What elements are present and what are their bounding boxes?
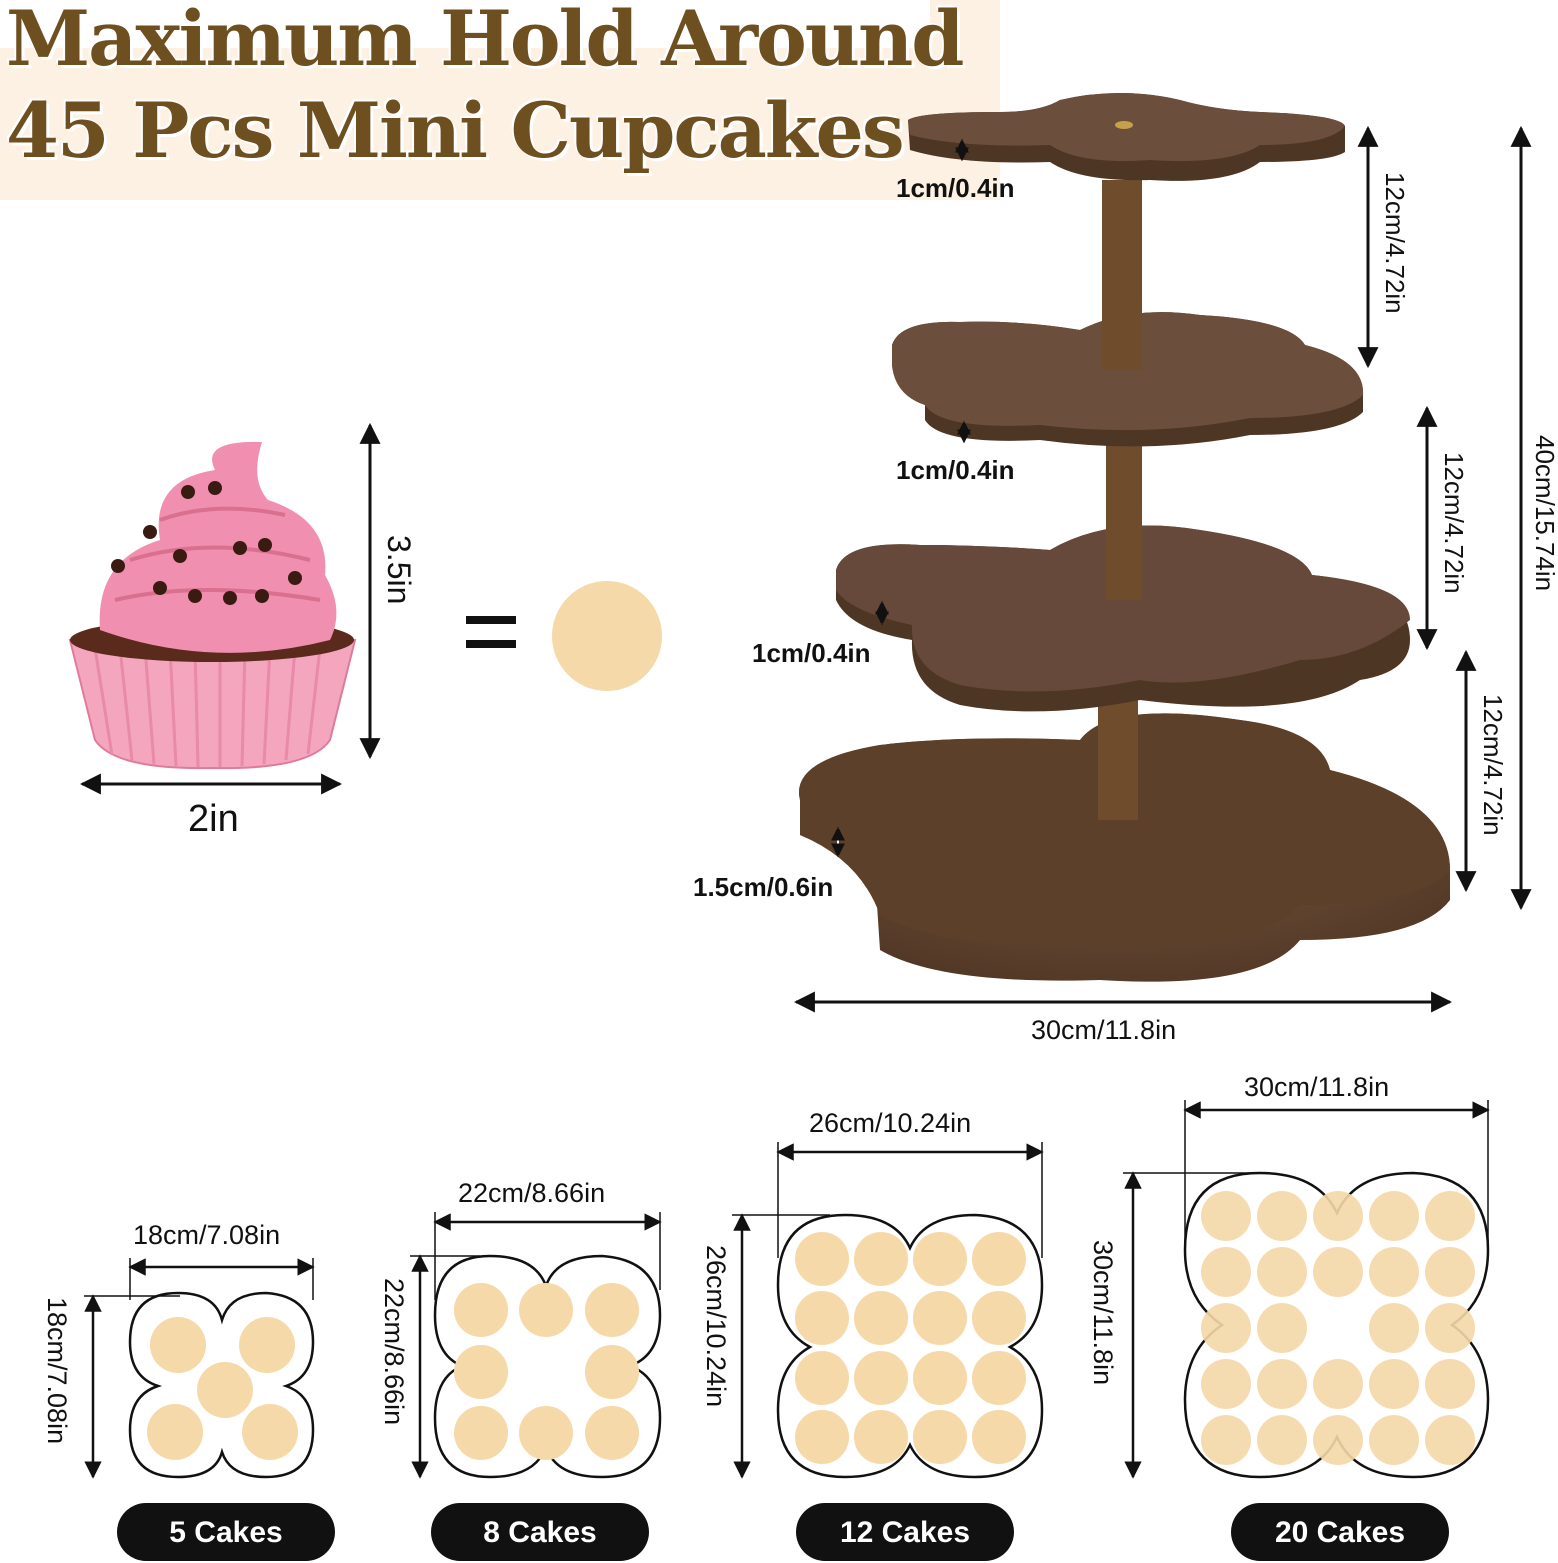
tier-5-height-label: 18cm/7.08in — [42, 1297, 72, 1445]
gap-middle-label: 12cm/4.72in — [1439, 452, 1469, 594]
equals-sign — [466, 616, 516, 624]
tier-5-width-label: 18cm/7.08in — [133, 1220, 281, 1250]
cupcake-height-label: 3.5in — [381, 535, 417, 605]
equals-sign-lower — [466, 640, 516, 648]
gap-bottom-label: 12cm/4.72in — [1478, 694, 1508, 836]
total-height-label: 40cm/15.74in — [1530, 435, 1558, 592]
tier-12-width-label: 26cm/10.24in — [809, 1108, 972, 1138]
tier-12-badge: 12 Cakes — [796, 1503, 1014, 1561]
title-background-top — [0, 0, 930, 48]
cupcake-image — [68, 441, 357, 770]
tier-8-width-label: 22cm/8.66in — [458, 1178, 606, 1208]
title-line-1: Maximum Hold Around — [6, 0, 964, 83]
tier-diagram-8 — [410, 1212, 662, 1479]
cupcake-width-label: 2in — [188, 798, 239, 840]
tier-diagram-12 — [732, 1142, 1044, 1479]
tier-diagram-20 — [1123, 1100, 1490, 1479]
title-line-2: 45 Pcs Mini Cupcakes — [6, 86, 905, 175]
tier-diagram-5 — [84, 1258, 315, 1479]
cupcake-footprint-circle — [552, 581, 662, 691]
third-thickness-label: 1cm/0.4in — [752, 638, 871, 668]
tier-20-height-label: 30cm/11.8in — [1088, 1240, 1118, 1386]
tier-12-height-label: 26cm/10.24in — [701, 1245, 731, 1408]
base-thickness-label: 1.5cm/0.6in — [693, 872, 834, 902]
tier-5-badge: 5 Cakes — [117, 1503, 335, 1561]
stand-image — [799, 93, 1450, 982]
tier-8-height-label: 22cm/8.66in — [379, 1278, 409, 1426]
tier-20-width-label: 30cm/11.8in — [1244, 1072, 1390, 1102]
tier-8-badge: 8 Cakes — [431, 1503, 649, 1561]
gap-top-label: 12cm/4.72in — [1380, 172, 1410, 314]
tier-20-badge: 20 Cakes — [1231, 1503, 1449, 1561]
second-thickness-label: 1cm/0.4in — [896, 455, 1015, 485]
top-thickness-label: 1cm/0.4in — [896, 173, 1015, 203]
total-width-label: 30cm/11.8in — [1031, 1015, 1177, 1045]
